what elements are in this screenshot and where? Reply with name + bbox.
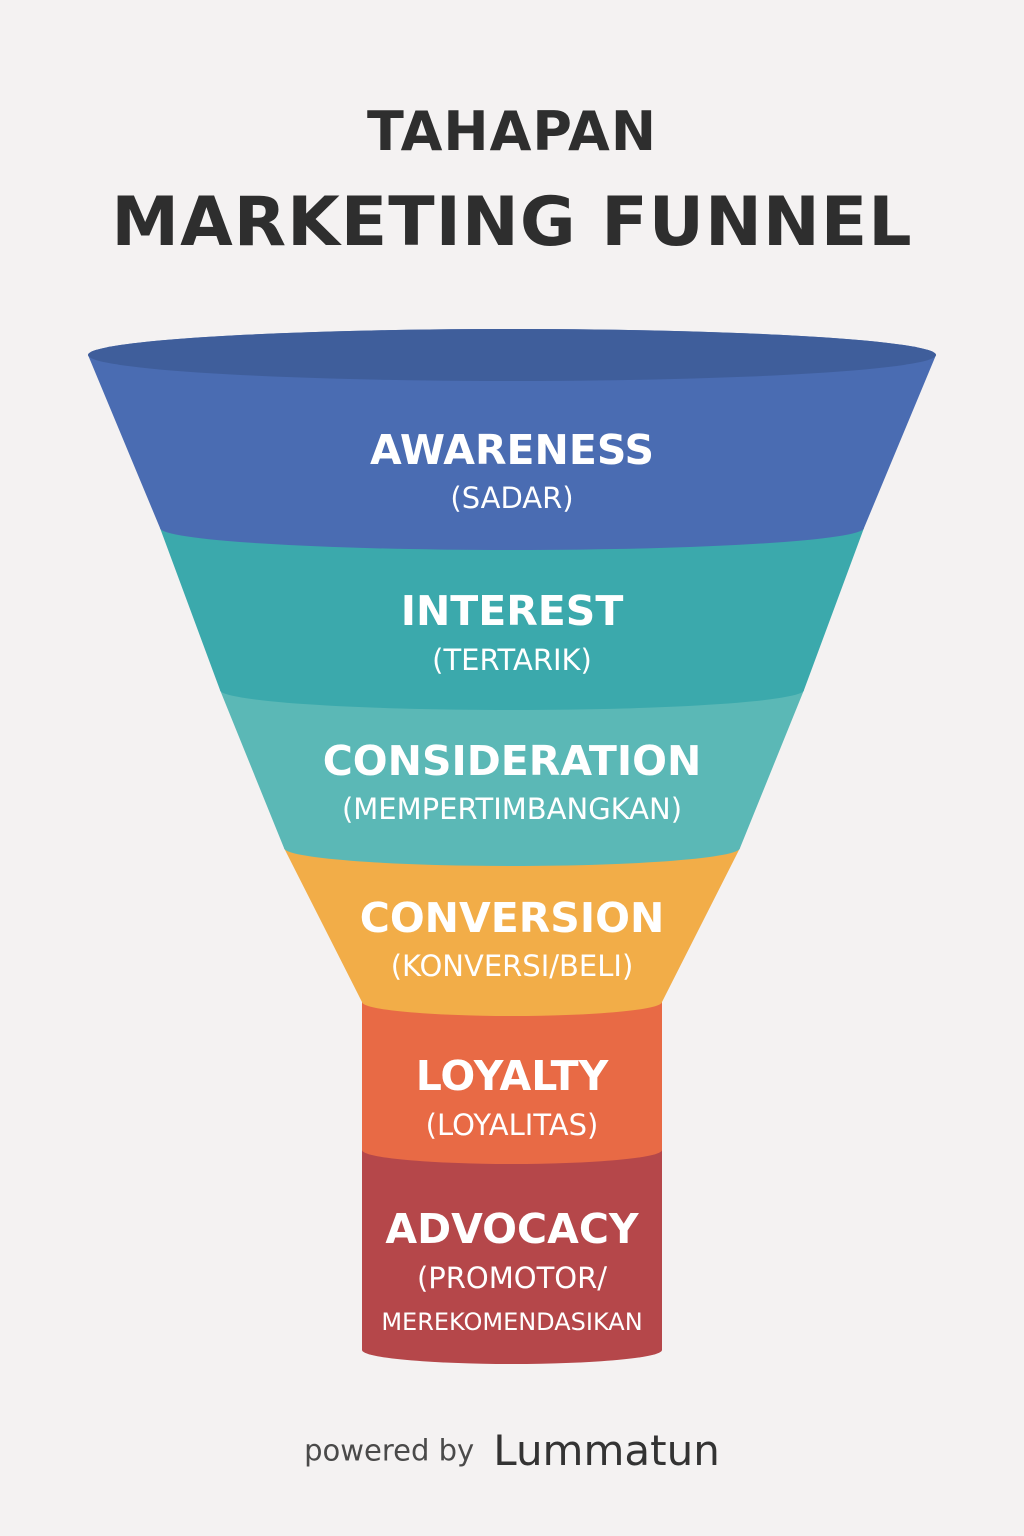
footer-brand-logo: Lummatun	[493, 1426, 720, 1475]
funnel-band-interest	[160, 506, 864, 710]
stage-label-consideration: CONSIDERATION	[323, 737, 702, 785]
title-line-1: TAHAPAN	[366, 100, 658, 163]
stage-label-conversion: CONVERSION	[360, 894, 665, 942]
funnel-band-consideration	[220, 670, 804, 866]
funnel-band-advocacy	[362, 1136, 662, 1364]
stage-sublabel-awareness: (SADAR)	[450, 481, 573, 515]
funnel-top-rim	[88, 329, 936, 381]
stage-sublabel-advocacy: MEREKOMENDASIKAN	[381, 1308, 642, 1336]
funnel-bands	[88, 329, 936, 1364]
footer-powered-by: powered by	[304, 1433, 475, 1468]
footer: powered by Lummatun	[0, 1426, 1024, 1475]
stage-sublabel-advocacy: (PROMOTOR/	[417, 1261, 607, 1295]
stage-sublabel-consideration: (MEMPERTIMBANGKAN)	[342, 792, 682, 826]
funnel-band-loyalty	[362, 988, 662, 1164]
funnel-labels: AWARENESS (SADAR) INTEREST (TERTARIK) CONSID…	[323, 426, 702, 1336]
title-line-2: MARKETING FUNNEL	[111, 183, 913, 262]
funnel-band-awareness	[88, 329, 936, 550]
stage-sublabel-conversion: (KONVERSI/BELI)	[391, 949, 634, 983]
stage-sublabel-interest: (TERTARIK)	[432, 643, 592, 677]
stage-label-advocacy: ADVOCACY	[385, 1205, 640, 1253]
stage-label-loyalty: LOYALTY	[416, 1052, 610, 1100]
funnel-band-conversion	[284, 830, 740, 1016]
stage-label-awareness: AWARENESS	[370, 426, 654, 474]
stage-sublabel-loyalty: (LOYALITAS)	[426, 1108, 599, 1142]
stage-label-interest: INTEREST	[401, 587, 624, 635]
